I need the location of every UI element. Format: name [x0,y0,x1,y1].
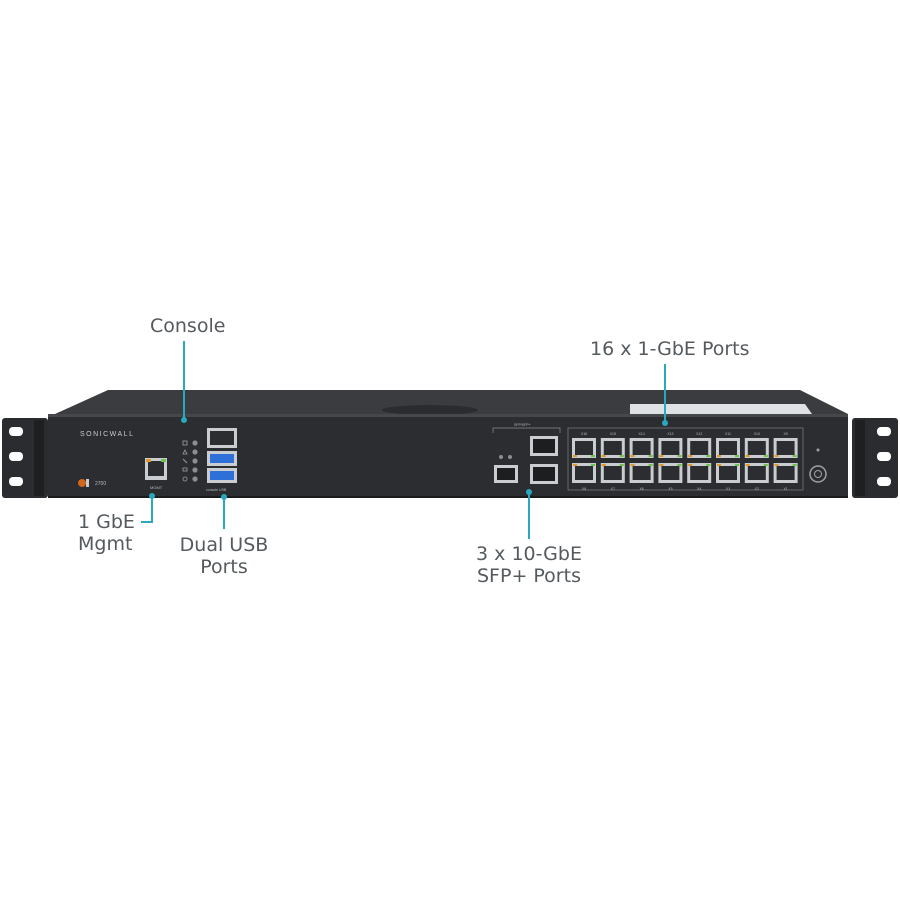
brand-logo: SONICWALL [80,431,134,438]
usb-port-1 [207,451,237,466]
model-number: 2700 [95,481,106,487]
callout-usb-leader [223,497,225,529]
sfp-port-left [494,455,518,483]
ge-port-x12 [687,438,712,458]
ge-port-label: X16 [581,432,587,436]
ge-port-x13 [658,438,683,458]
ge-port-label: X13 [667,432,673,436]
ge-port-x16 [572,438,596,458]
callout-console: Console [150,315,226,337]
ge-port-label: X2 [755,487,759,491]
callout-console-dot [181,417,187,423]
ge-port-x14 [629,438,654,458]
ge-port-label: X9 [783,432,787,436]
callout-mgmt-line1: 1 GbE [78,511,135,533]
sfp-port-top [530,436,558,456]
callout-mgmt: 1 GbE Mgmt [78,511,135,555]
ge-port-label: X10 [754,432,760,436]
ge-port-x6 [629,463,654,483]
ge-port-label: X1 [783,487,787,491]
callout-sfp-line2: SFP+ Ports [477,565,581,587]
ge-port-x11 [716,438,740,458]
ge-port-x8 [572,463,596,483]
mgmt-port-label: MGMT [150,485,163,490]
ge-port-x3 [716,463,740,483]
ge-port-label: X4 [697,487,701,491]
ge-port-label: X8 [582,487,586,491]
mgmt-port [145,458,167,480]
ge-port-x9 [773,438,798,458]
ge-port-label: X12 [696,432,702,436]
callout-console-leader [183,341,185,419]
callout-ge-ports-dot [662,420,668,426]
power-button-icon [809,448,827,483]
ge-port-x5 [658,463,683,483]
callout-mgmt-line2: Mgmt [78,533,133,555]
usb-port-2 [207,468,237,483]
callout-sfp-line1: 3 x 10-GbE [476,543,582,565]
callout-mgmt-leader-v [151,496,153,523]
brand-emblem-icon [78,479,89,487]
callout-usb-line1: Dual USB [179,534,269,556]
callout-ge-ports-leader [664,364,666,422]
callout-sfp-dot [526,489,532,495]
callout-usb-dot [221,494,227,500]
ge-port-x2 [744,463,769,483]
ge-port-label: X15 [610,432,616,436]
ge-port-label: X3 [726,487,730,491]
callout-sfp: 3 x 10-GbE SFP+ Ports [472,543,586,587]
right-rack-ear [852,418,898,498]
ge-port-label: X7 [611,487,615,491]
ge-port-x10 [744,438,769,458]
callout-mgmt-leader-h [141,521,153,523]
callout-sfp-leader [528,492,530,539]
left-rack-ear [2,418,48,498]
ge-port-label: X14 [638,432,644,436]
ge-port-label: X11 [725,432,731,436]
ge-port-x7 [600,463,625,483]
ge-port-x1 [773,463,798,483]
callout-usb-line2: Ports [200,556,248,578]
console-port [207,428,237,448]
callout-ge-ports: 16 x 1-GbE Ports [590,338,750,360]
callout-usb: Dual USB Ports [178,534,270,578]
ge-port-x4 [687,463,712,483]
usb-port-label: console USB [206,488,227,492]
ge-port-label: X5 [668,487,672,491]
status-led-column [182,440,198,482]
callout-mgmt-dot [149,493,155,499]
ge-port-label: X6 [639,487,643,491]
sfp-port-bottom [530,464,558,484]
sfp-group-label: SFP/SFP+ [514,423,531,427]
ge-port-x15 [600,438,625,458]
